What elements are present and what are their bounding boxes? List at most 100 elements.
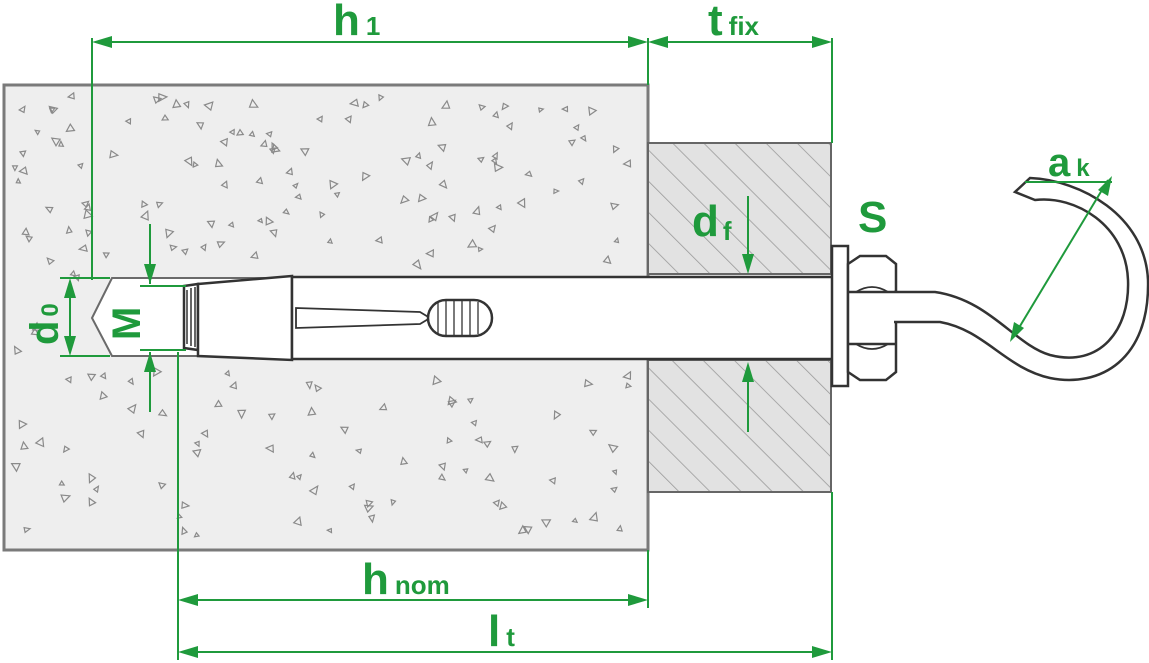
aggregate-speck xyxy=(268,147,276,155)
aggregate-speck xyxy=(288,471,296,481)
aggregate-speck xyxy=(165,228,175,239)
aggregate-speck xyxy=(517,524,528,535)
aggregate-speck xyxy=(308,484,319,496)
aggregate-speck xyxy=(314,383,323,393)
aggregate-speck xyxy=(611,469,618,476)
aggregate-speck xyxy=(292,515,302,527)
aggregate-speck xyxy=(181,526,189,536)
dimension-lines xyxy=(60,38,1112,660)
aggregate-speck xyxy=(30,327,40,336)
aggregate-speck xyxy=(428,215,435,223)
aggregate-speck xyxy=(60,494,72,504)
aggregate-speck xyxy=(466,397,474,405)
aggregate-speck xyxy=(124,117,132,125)
aggregate-speck xyxy=(157,408,168,417)
aggregate-speck xyxy=(265,130,273,138)
aggregate-speck xyxy=(616,524,623,532)
aggregate-speck xyxy=(538,107,545,114)
aggregate-speck xyxy=(622,159,632,168)
aggregate-speck xyxy=(319,211,326,219)
aggregate-speck xyxy=(182,100,190,110)
aggregate-speck xyxy=(471,205,481,216)
aggregate-speck xyxy=(493,162,505,173)
aggregate-speck xyxy=(88,497,97,507)
aggregate-speck xyxy=(326,237,334,244)
aggregate-speck xyxy=(571,517,579,524)
aggregate-speck xyxy=(622,370,632,381)
aggregate-speck xyxy=(83,202,92,212)
aggregate-speck xyxy=(92,485,100,494)
aggregate-speck xyxy=(482,440,492,449)
aggregate-speck xyxy=(478,103,487,112)
aggregate-speck xyxy=(18,166,28,176)
aggregate-speck xyxy=(15,177,22,184)
aggregate-speck xyxy=(553,188,561,195)
aggregate-speck xyxy=(588,511,599,522)
aggregate-speck xyxy=(607,443,619,454)
aggregate-speck xyxy=(259,139,268,148)
aggregate-speck xyxy=(25,235,34,243)
aggregate-speck xyxy=(417,193,428,203)
aggregate-speck xyxy=(378,93,385,102)
aggregate-speck xyxy=(462,468,469,475)
aggregate-speck xyxy=(83,208,94,220)
aggregate-speck xyxy=(86,373,97,382)
aggregate-speck xyxy=(399,194,410,205)
aggregate-speck xyxy=(348,482,356,491)
aggregate-speck xyxy=(437,462,447,472)
expansion-cone xyxy=(196,274,294,362)
aggregate-speck xyxy=(236,409,247,420)
aggregate-speck xyxy=(228,128,235,136)
aggregate-speck xyxy=(152,96,163,105)
aggregate-speck xyxy=(315,115,323,123)
aggregate-speck xyxy=(305,381,313,390)
aggregate-speck xyxy=(192,160,199,168)
aggregate-speck xyxy=(612,145,621,154)
aggregate-speck xyxy=(329,179,339,190)
aggregate-speck xyxy=(436,143,447,153)
aggregate-speck xyxy=(13,345,23,355)
aggregate-speck xyxy=(214,158,224,168)
aggregate-speck xyxy=(354,448,363,455)
aggregate-speck xyxy=(477,246,484,253)
washer xyxy=(830,244,850,388)
aggregate-speck xyxy=(216,241,226,249)
aggregate-speck xyxy=(432,374,443,386)
aggregate-speck xyxy=(200,429,209,439)
anchor-bolt xyxy=(182,274,838,362)
aggregate-speck xyxy=(474,436,483,444)
aggregate-speck xyxy=(203,101,214,112)
aggregate-speck xyxy=(487,224,497,234)
aggregate-speck xyxy=(220,180,228,189)
aggregate-speck xyxy=(127,377,134,386)
aggregate-speck xyxy=(378,402,388,411)
aggregate-speck xyxy=(69,269,77,277)
aggregate-speck xyxy=(50,137,62,147)
aggregate-speck xyxy=(613,236,620,244)
aggregate-speck xyxy=(44,206,54,214)
aggregate-speck xyxy=(425,160,434,171)
aggregate-speck xyxy=(361,171,371,182)
aggregate-speck xyxy=(491,151,498,161)
aggregate-speck xyxy=(308,451,316,459)
aggregate-speck xyxy=(400,456,409,466)
aggregate-speck xyxy=(294,193,302,201)
aggregate-speck xyxy=(65,225,73,235)
aggregate-speck xyxy=(249,250,259,260)
aggregate-speck xyxy=(126,403,137,415)
aggregate-speck xyxy=(18,150,27,158)
aggregate-speck xyxy=(64,375,72,384)
aggregate-speck xyxy=(344,115,352,124)
aggregate-speck xyxy=(17,105,26,114)
aggregate-speck xyxy=(139,209,149,221)
aggregate-speck xyxy=(161,113,170,121)
aggregate-speck xyxy=(291,182,299,190)
aggregate-speck xyxy=(34,129,41,136)
aggregate-speck xyxy=(219,137,229,148)
aggregate-speck xyxy=(213,399,223,408)
